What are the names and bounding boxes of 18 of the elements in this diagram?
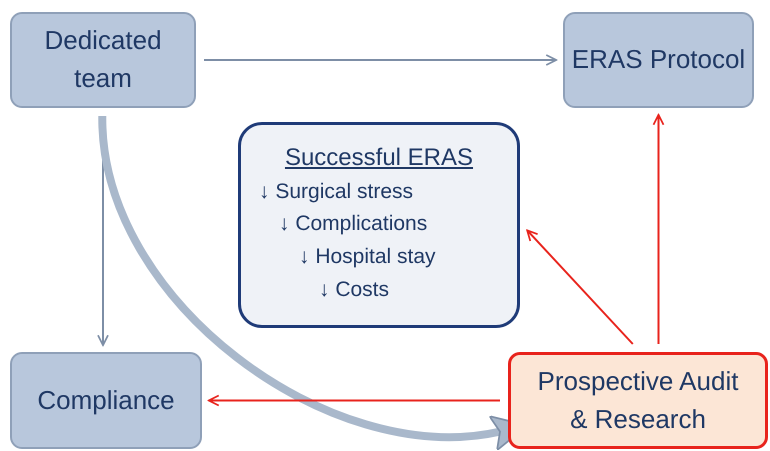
process-box (508, 352, 768, 449)
process-box (10, 352, 202, 449)
arrow (208, 394, 500, 406)
box-label: ERAS Protocol (570, 43, 746, 76)
summary-box (238, 122, 520, 328)
arrow (526, 229, 634, 345)
arrow (652, 114, 664, 344)
list-item: ↓ Surgical stress (258, 178, 414, 205)
box-heading: Successful ERAS (284, 144, 474, 172)
process-box (10, 12, 196, 108)
arrow (204, 54, 558, 66)
list-item: ↓ Complications (278, 211, 428, 238)
box-label: Dedicated team (43, 24, 163, 95)
list-item: ↓ Costs (318, 276, 390, 303)
list-item: ↓ Hospital stay (298, 244, 436, 270)
process-box (563, 12, 754, 108)
box-label: Prospective Audit & Research (536, 364, 740, 436)
box-label: Compliance (36, 384, 176, 417)
